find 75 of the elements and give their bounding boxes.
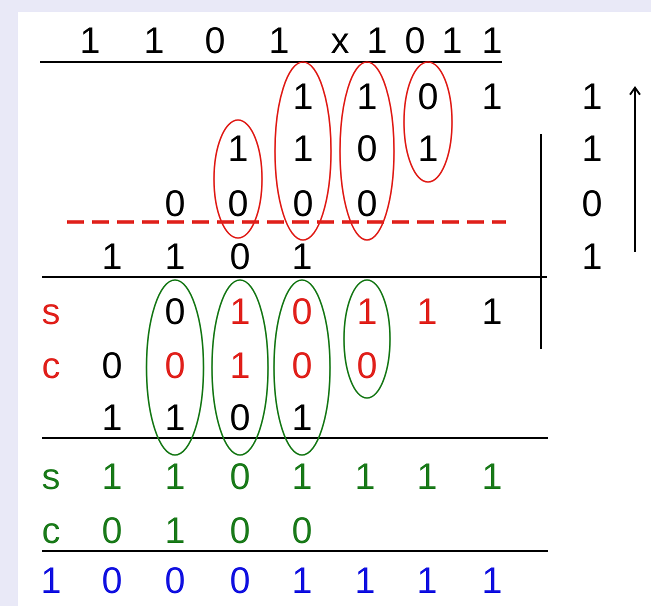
digit: 1 (104, 244, 120, 269)
digit: 0 (166, 567, 184, 594)
digit: 1 (420, 464, 436, 489)
grouping-ellipse (403, 61, 453, 183)
digit: 0 (231, 463, 249, 490)
digit: 1 (420, 298, 436, 324)
digit: 1 (444, 28, 460, 53)
digit: 1 (272, 28, 288, 53)
grouping-ellipse (213, 119, 263, 239)
digit: 1 (360, 84, 376, 109)
digit: 0 (358, 135, 376, 162)
grouping-ellipse (339, 61, 395, 241)
digit: 0 (406, 27, 424, 54)
digit: 1 (420, 568, 436, 593)
digit: 1 (232, 352, 248, 378)
digit: 1 (168, 404, 184, 430)
digit: 1 (484, 298, 500, 324)
digit: 0 (358, 190, 376, 216)
digit: 0 (166, 352, 184, 378)
digit: 1 (232, 298, 248, 324)
digit: 0 (103, 517, 121, 544)
digit: 1 (146, 28, 162, 53)
digit: 0 (231, 243, 249, 270)
digit: 1 (584, 244, 600, 269)
multiply-sign: x (331, 33, 349, 53)
digit: 0 (583, 190, 601, 216)
row-label: s (42, 304, 59, 324)
digit: 1 (484, 28, 500, 53)
digit: 0 (206, 27, 224, 54)
digit: 1 (296, 84, 312, 109)
digit: 0 (166, 190, 184, 216)
grouping-ellipse (274, 61, 332, 241)
grouping-ellipse (273, 279, 331, 456)
digit: 1 (294, 404, 310, 430)
digit: 1 (294, 568, 310, 593)
digit: 1 (294, 464, 310, 489)
digit: 1 (230, 136, 246, 161)
digit: 1 (484, 84, 500, 109)
row-label: c (43, 358, 60, 378)
digit: 1 (584, 136, 600, 161)
digit: 1 (360, 298, 376, 324)
row-label: c (43, 523, 60, 544)
digit: 1 (370, 28, 386, 53)
digit: 1 (104, 404, 120, 430)
grouping-ellipse (211, 279, 269, 456)
digit: 0 (229, 190, 247, 216)
digit: 1 (168, 464, 184, 489)
digit: 1 (584, 84, 600, 109)
grouping-ellipse (146, 279, 204, 456)
digit: 0 (103, 352, 121, 378)
digit: 1 (82, 28, 98, 53)
digit: 1 (44, 568, 60, 593)
digit: 0 (293, 517, 311, 544)
grouping-ellipse (343, 279, 391, 399)
digit: 1 (484, 568, 500, 593)
digit: 0 (166, 298, 184, 324)
digit: 0 (231, 517, 249, 544)
digit: 0 (293, 352, 311, 378)
digit: 1 (484, 464, 500, 489)
digit: 0 (293, 298, 311, 324)
digit: 1 (296, 136, 312, 161)
digit: 0 (294, 190, 312, 216)
digit: 1 (420, 136, 436, 161)
digit: 1 (104, 464, 120, 489)
digit: 1 (358, 568, 374, 593)
digit: 1 (168, 518, 184, 543)
digit: 0 (231, 404, 249, 430)
digit: 1 (358, 464, 374, 489)
digit: 1 (168, 244, 184, 269)
digit: 0 (103, 567, 121, 594)
digit: 0 (419, 83, 437, 110)
digit: 1 (294, 244, 310, 269)
digit: 0 (231, 567, 249, 594)
row-label: s (42, 469, 59, 490)
digit: 0 (358, 352, 376, 378)
